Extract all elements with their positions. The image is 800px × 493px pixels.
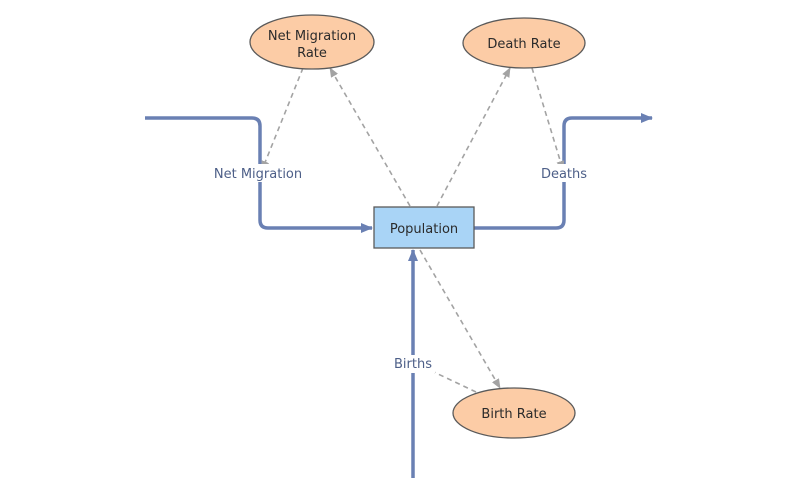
death-rate-label: Death Rate <box>487 37 560 52</box>
link-population-to-net-migration-rate <box>329 67 411 207</box>
net-migration-rate-label-line1: Net Migration <box>268 29 356 44</box>
birth-rate-ellipse <box>452 387 576 439</box>
net-migration-rate-variable[interactable]: Net Migration Rate <box>249 14 375 70</box>
net-migration-rate-label-line2: Rate <box>297 46 327 61</box>
deaths-flow-label: Deaths <box>541 167 587 182</box>
death-rate-ellipse <box>462 17 586 69</box>
population-stock[interactable]: Population <box>373 206 475 249</box>
birth-rate-variable[interactable]: Birth Rate <box>452 387 576 439</box>
population-stock-box <box>373 206 475 249</box>
births-label-bg <box>391 355 435 373</box>
link-population-to-death-rate <box>436 67 511 207</box>
net-migration-flow-label: Net Migration <box>214 167 302 182</box>
link-net-migration-rate-to-net-migration <box>261 67 304 171</box>
net-migration-label-bg <box>210 164 308 182</box>
link-death-rate-to-deaths <box>531 67 565 171</box>
birth-rate-label: Birth Rate <box>481 407 546 422</box>
net-migration-rate-ellipse <box>249 14 375 70</box>
births-flow-label: Births <box>394 357 432 372</box>
deaths-label-bg <box>539 164 589 182</box>
death-rate-variable[interactable]: Death Rate <box>462 17 586 69</box>
population-stock-label: Population <box>390 222 458 237</box>
